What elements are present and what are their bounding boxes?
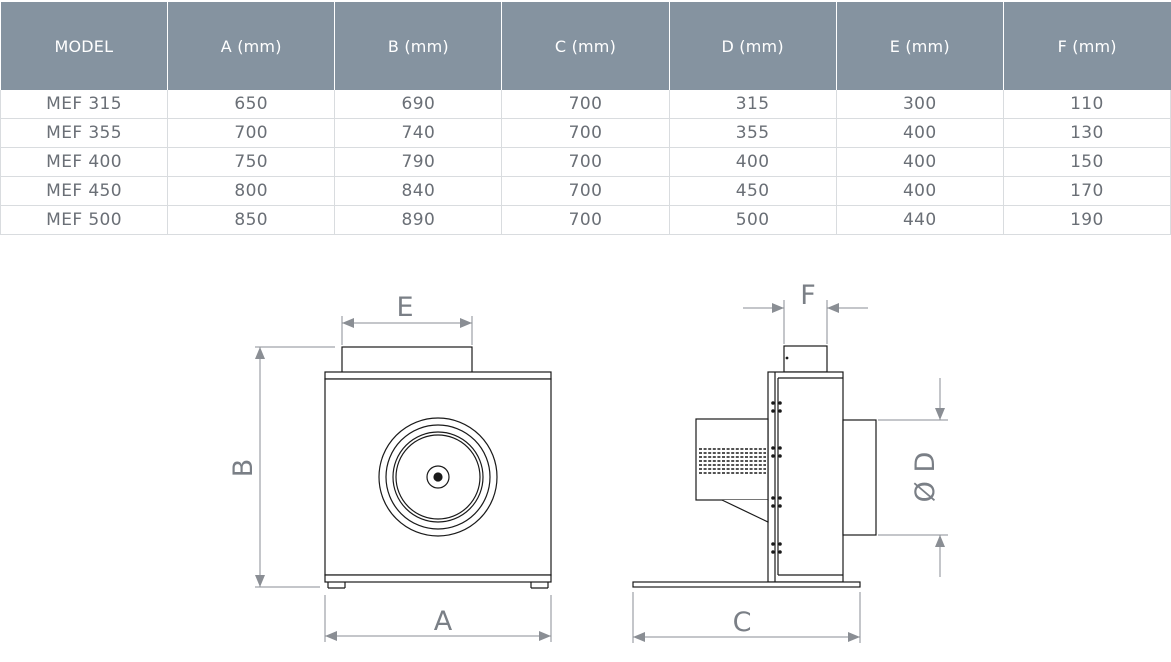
table-cell: 700 [501,205,670,235]
table-cell: 400 [668,147,837,177]
column-header: D (mm) [668,2,837,90]
table-cell: 400 [835,176,1004,206]
side-inlet-collar [842,419,877,536]
table-cell: 500 [668,205,837,235]
front-view [324,346,552,589]
column-header: E (mm) [835,2,1004,90]
side-outlet-duct [783,345,828,373]
dimensions-table: MODEL A (mm) B (mm) C (mm) D (mm) E (mm)… [0,2,1171,235]
table-cell: 400 [835,118,1004,148]
table-cell: 840 [334,176,502,206]
table-cell: MEF 355 [0,118,168,148]
table-cell: 650 [167,90,335,119]
side-dimensions [632,300,948,643]
column-header: A (mm) [167,2,335,90]
motor-bracket [721,499,769,523]
table-cell: MEF 400 [0,147,168,177]
table-header-row: MODEL A (mm) B (mm) C (mm) D (mm) E (mm)… [0,2,1171,90]
table-cell: 190 [1002,205,1171,235]
table-row: MEF 450 800 840 700 450 400 170 [0,176,1171,206]
table-cell: 700 [167,118,335,148]
table-cell: 130 [1002,118,1171,148]
table-cell: 790 [334,147,502,177]
front-bottom-rail [324,574,552,583]
motor-vent-grille [699,448,766,474]
table-cell: 170 [1002,176,1171,206]
table-cell: 355 [668,118,837,148]
side-base-plate [632,581,861,588]
table-cell: 690 [334,90,502,119]
table-cell: 850 [167,205,335,235]
motor-body [695,418,769,501]
dimension-a-label: A [434,606,453,637]
front-top-rail [324,371,552,380]
table-cell: 300 [835,90,1004,119]
column-header: MODEL [0,2,168,90]
table-row: MEF 500 850 890 700 500 440 190 [0,205,1171,235]
inlet-rings [378,417,498,537]
table-row: MEF 400 750 790 700 400 400 150 [0,147,1171,177]
table-cell: MEF 500 [0,205,168,235]
side-view [632,345,877,588]
table-cell: 700 [501,90,670,119]
table-cell: 440 [835,205,1004,235]
dimension-f-label: F [800,280,816,311]
table-cell: 800 [167,176,335,206]
column-header: C (mm) [501,2,670,90]
table-cell: 890 [334,205,502,235]
table-cell: 110 [1002,90,1171,119]
table-cell: 750 [167,147,335,177]
bolt-pattern [771,401,782,554]
dimension-e-label: E [396,292,413,323]
table-cell: 450 [668,176,837,206]
table-row: MEF 315 650 690 700 315 300 110 [0,90,1171,119]
front-outlet-duct [341,346,473,374]
technical-drawing: E B A [228,280,948,643]
dimension-d-label: Ø D [910,452,941,503]
table-cell: 700 [501,176,670,206]
table-cell: MEF 315 [0,90,168,119]
table-cell: MEF 450 [0,176,168,206]
motor-hub [433,472,443,482]
table-row: MEF 355 700 740 700 355 400 130 [0,118,1171,148]
column-header: F (mm) [1002,2,1171,90]
table-cell: 315 [668,90,837,119]
front-dimensions [255,316,552,642]
table-cell: 700 [501,147,670,177]
table-cell: 740 [334,118,502,148]
table-cell: 150 [1002,147,1171,177]
dimension-c-label: C [733,607,752,638]
table-cell: 700 [501,118,670,148]
column-header: B (mm) [334,2,502,90]
table-cell: 400 [835,147,1004,177]
dimension-b-label: B [228,459,259,478]
side-housing [767,371,844,583]
